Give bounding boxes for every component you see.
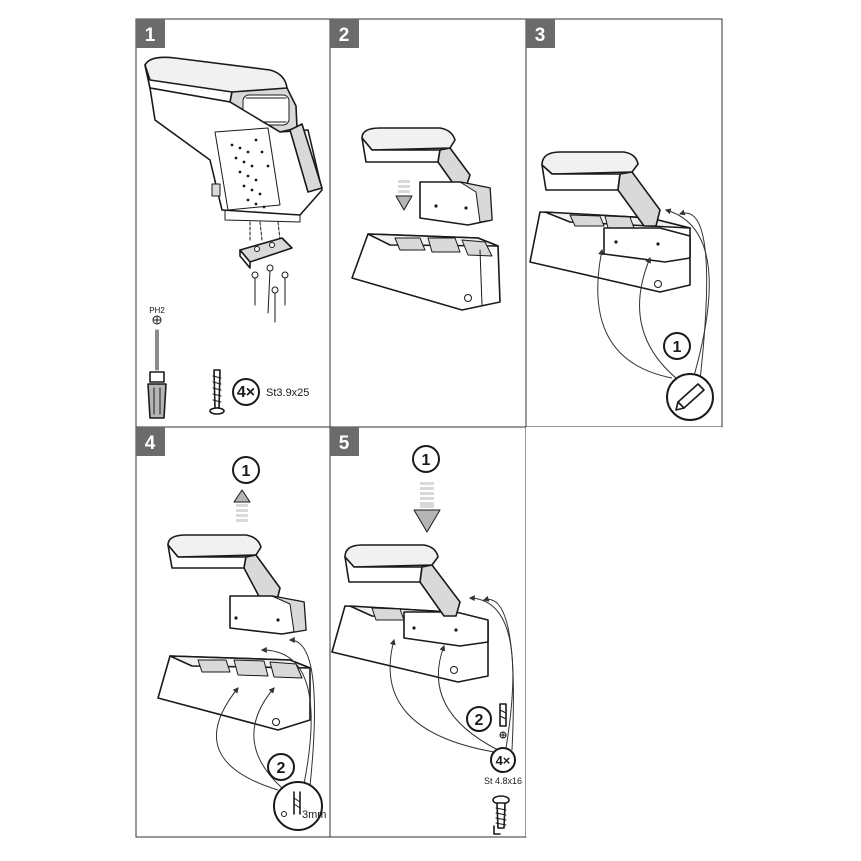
step-3-panel: 3 1 [525,18,723,428]
step-4-callout-1: 1 [232,456,260,484]
svg-text:PH2: PH2 [149,306,165,315]
step-5-panel: 5 1 [329,426,527,838]
screw-count-callout: 4× [490,747,516,773]
svg-text:4×: 4× [496,753,511,768]
empty-panel-area [526,427,722,837]
step-4-badge: 4 [136,427,165,456]
screw-spec-label: St 4.8x16 [484,776,522,786]
down-arrow-icon [413,482,441,533]
assembled-armrest-drawing [529,151,691,293]
up-arrow-icon [233,489,251,522]
step-5-callout-2: 2 [466,706,492,732]
svg-text:2: 2 [339,25,350,46]
svg-text:1: 1 [242,463,251,480]
step-1-badge: 1 [136,19,165,48]
svg-text:1: 1 [422,452,431,469]
step-4-callout-2: 2 [267,753,295,781]
svg-text:4: 4 [145,433,156,454]
guide-arrows [389,595,514,753]
step-5-callout-1: 1 [412,445,440,473]
step-1-panel: 1 [135,18,331,428]
drill-bit-icon [499,703,507,739]
step-2-badge: 2 [330,19,359,48]
screw-spec-label: St3.9x25 [266,387,309,399]
svg-text:1: 1 [145,25,156,46]
svg-text:1: 1 [673,339,682,356]
armrest-console-drawing [144,56,323,223]
svg-text:3mm: 3mm [302,809,326,821]
svg-text:2: 2 [475,712,484,729]
armrest-drawing [361,127,493,226]
step-3-badge: 3 [526,19,555,48]
svg-text:5: 5 [339,433,350,454]
step-4-panel: 4 1 [135,426,331,838]
svg-text:2: 2 [277,760,286,777]
mounting-bracket [239,221,293,269]
down-arrow-icon [395,180,413,211]
guide-arrows [597,208,710,381]
svg-text:4×: 4× [237,384,255,401]
screw-icon [492,795,510,835]
console-base-drawing [351,233,501,311]
screws-group [251,264,289,323]
screw-count-callout: 4× [232,378,260,406]
screw-icon [209,369,225,415]
assembled-armrest-drawing [331,544,489,683]
step-3-callout-1: 1 [663,332,691,360]
svg-text:3: 3 [535,25,546,46]
pen-icon [666,373,714,421]
screwdriver-icon: PH2 [147,306,167,419]
step-5-badge: 5 [330,427,359,456]
step-2-panel: 2 [329,18,527,428]
lifted-armrest-drawing [167,534,307,635]
drill-bit-icon: 3mm [273,781,326,831]
